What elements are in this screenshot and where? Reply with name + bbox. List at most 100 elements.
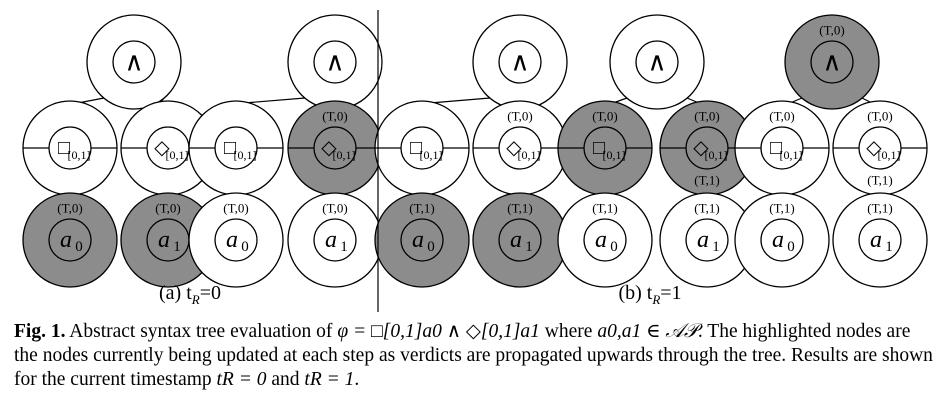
verdict-label: (T,0) xyxy=(592,109,617,124)
proposition-subscript: 1 xyxy=(173,239,181,255)
node-box: □[0,1] (T,0) xyxy=(557,100,653,196)
interval-subscript: [0,1] xyxy=(603,148,626,162)
proposition-label: a xyxy=(158,227,170,253)
verdict-label: (T,0) xyxy=(322,109,347,124)
interval-subscript: [0,1] xyxy=(878,148,901,162)
verdict-label: (T,0) xyxy=(155,201,180,216)
and-operator-label: ∧ xyxy=(124,48,143,77)
interval-subscript: [0,1] xyxy=(166,148,189,162)
node-inner-circle xyxy=(760,126,804,170)
diamond-operator-label: ◇ xyxy=(154,137,170,159)
verdict-label: (T,0) xyxy=(819,23,844,38)
caption-text-3: . The highlighted nodes are the nodes cu… xyxy=(14,321,933,390)
node-inner-circle xyxy=(48,218,92,262)
panel-label: (b) tR=1 xyxy=(618,282,681,307)
caption-formula-2: a0,a1 ∈ 𝒜𝒫 xyxy=(597,321,698,342)
caption-text-2: where xyxy=(539,321,598,342)
node-inner-circle xyxy=(313,40,357,84)
caption-t1: tR = 1 xyxy=(304,369,355,390)
proposition-label: a xyxy=(325,227,337,253)
proposition-label: a xyxy=(870,227,882,253)
verdict-label: (T,1) xyxy=(867,201,892,216)
node-diamond: ◇[0,1](T,0)(T,1) xyxy=(832,100,928,196)
caption-t0: tR = 0 xyxy=(216,369,267,390)
diamond-operator-label: ◇ xyxy=(506,137,522,159)
node-inner-circle xyxy=(498,40,542,84)
proposition-subscript: 0 xyxy=(75,239,83,255)
node-inner-circle xyxy=(583,218,627,262)
proposition-subscript: 1 xyxy=(885,239,893,255)
verdict-label: (T,0) xyxy=(507,109,532,124)
node-root: ∧ xyxy=(609,14,705,110)
verdict-label: (T,1) xyxy=(592,201,617,216)
node-inner-circle xyxy=(48,126,92,170)
node-inner-circle xyxy=(858,218,902,262)
node-inner-circle xyxy=(635,40,679,84)
node-inner-circle xyxy=(214,126,258,170)
and-operator-label: ∧ xyxy=(822,48,841,77)
diamond-operator-label: ◇ xyxy=(321,137,337,159)
node-inner-circle xyxy=(498,126,542,170)
interval-subscript: [0,1] xyxy=(234,148,257,162)
verdict-label: (T,1) xyxy=(769,201,794,216)
proposition-subscript: 0 xyxy=(241,239,249,255)
node-box: □[0,1](T,0) xyxy=(734,100,830,196)
diamond-operator-label: ◇ xyxy=(866,137,882,159)
node-inner-circle xyxy=(313,126,357,170)
diamond-operator-label: ◇ xyxy=(693,137,709,159)
node-root: ∧ xyxy=(86,14,182,110)
node-inner-circle xyxy=(760,218,804,262)
and-operator-label: ∧ xyxy=(510,48,529,77)
node-box: □[0,1] xyxy=(374,100,470,196)
node-box: □[0,1] xyxy=(188,100,284,196)
proposition-subscript: 1 xyxy=(712,239,720,255)
proposition-label: a xyxy=(595,227,607,253)
verdict-label: (T,0) xyxy=(769,109,794,124)
verdict-label: (T,1) xyxy=(694,201,719,216)
proposition-label: a xyxy=(772,227,784,253)
figure-caption: Fig. 1. Abstract syntax tree evaluation … xyxy=(14,320,934,392)
node-inner-circle xyxy=(214,218,258,262)
proposition-label: a xyxy=(412,227,424,253)
proposition-subscript: 1 xyxy=(525,239,533,255)
node-inner-circle xyxy=(583,126,627,170)
node-inner-circle xyxy=(400,218,444,262)
node-root: ∧ xyxy=(287,14,383,110)
proposition-subscript: 1 xyxy=(340,239,348,255)
node-box: □[0,1] xyxy=(22,100,118,196)
interval-subscript: [0,1] xyxy=(420,148,443,162)
panel-label: (a) tR=0 xyxy=(159,282,221,307)
node-inner-circle xyxy=(858,126,902,170)
proposition-subscript: 0 xyxy=(787,239,795,255)
proposition-subscript: 0 xyxy=(427,239,435,255)
caption-text-4: and xyxy=(266,369,305,390)
tree-edge xyxy=(429,97,491,104)
box-operator-label: □ xyxy=(410,137,422,159)
box-operator-label: □ xyxy=(593,137,605,159)
caption-text-5: . xyxy=(354,369,360,390)
verdict-label: (T,0) xyxy=(867,109,892,124)
verdict-label: (T,0) xyxy=(223,201,248,216)
caption-formula: φ = □[0,1]a0 ∧ ◇[0,1]a1 xyxy=(337,321,540,342)
node-root: ∧ xyxy=(472,14,568,110)
node-inner-circle xyxy=(685,218,729,262)
node-diamond: ◇[0,1](T,0) xyxy=(287,100,383,196)
node-inner-circle xyxy=(810,40,854,84)
node-diamond: ◇[0,1](T,0) xyxy=(472,100,568,196)
